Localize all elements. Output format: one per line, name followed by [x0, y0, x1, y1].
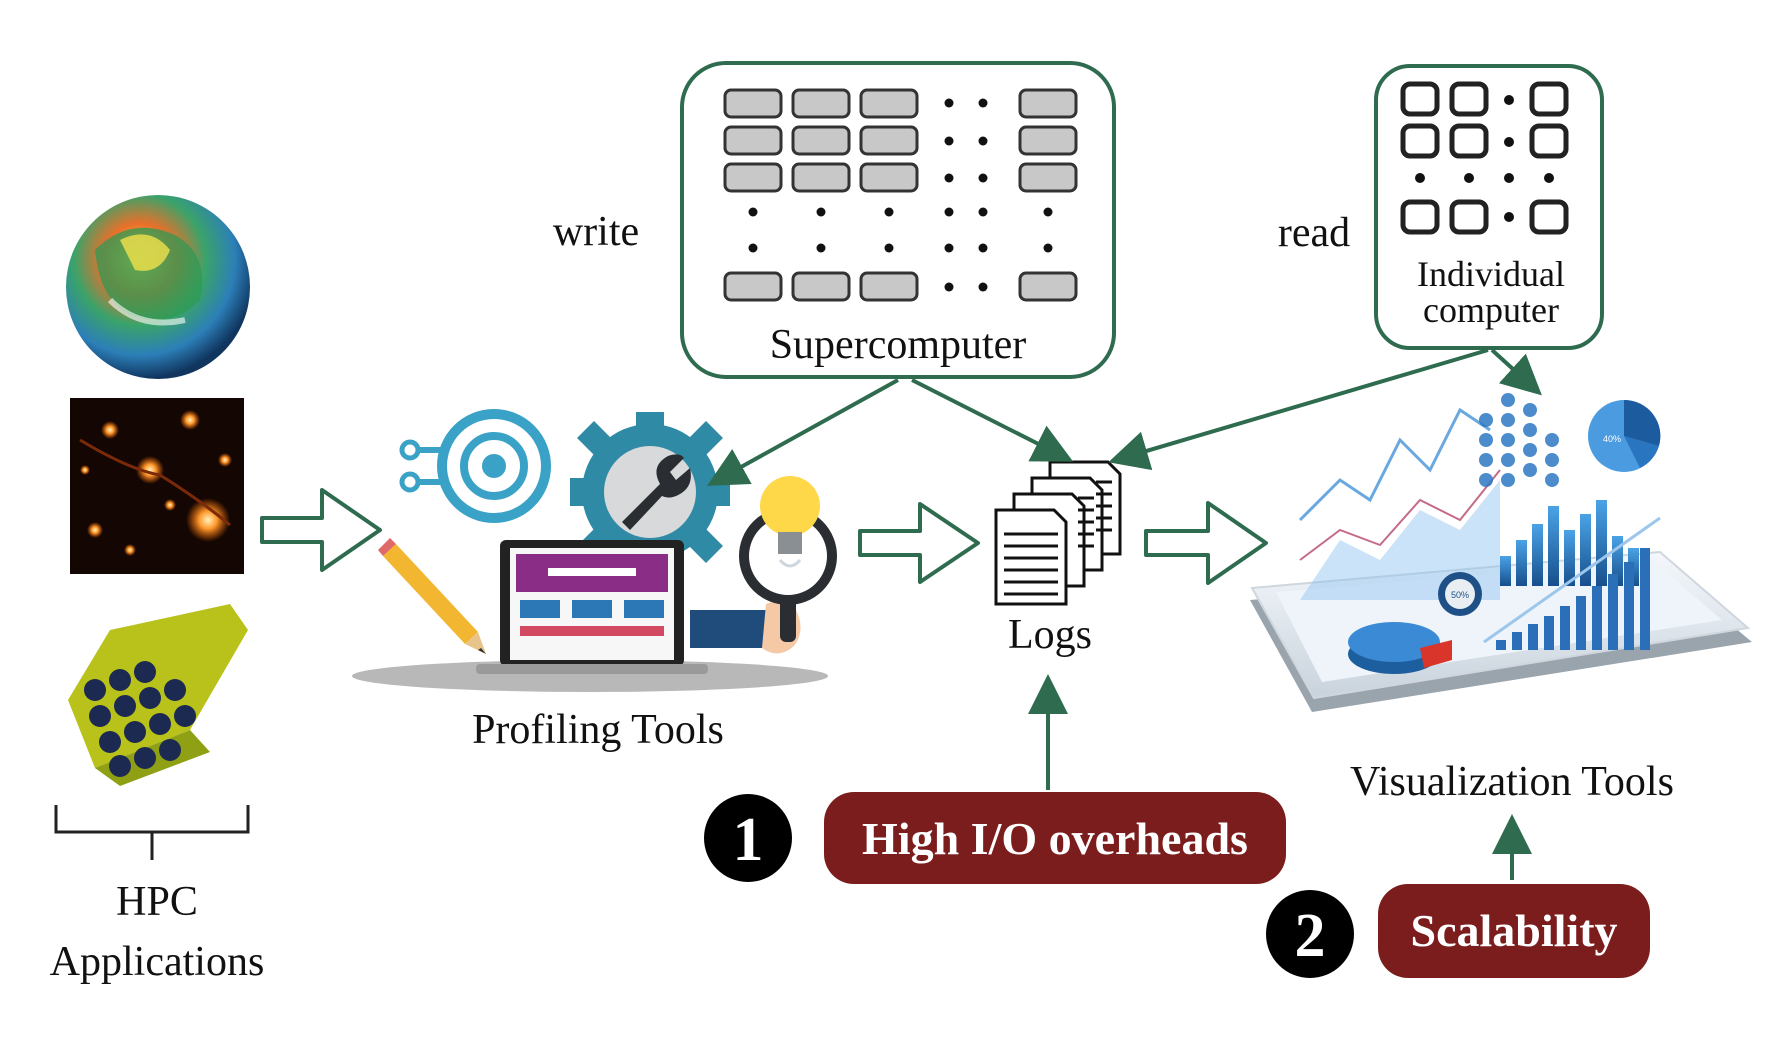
hpc-label-line2: Applications — [50, 939, 265, 985]
visualization-tools-label: Visualization Tools — [1350, 759, 1674, 805]
challenge-2-text: Scalability — [1410, 905, 1617, 956]
flow-arrow-logs-to-visualization — [1144, 501, 1268, 585]
supercomputer-label: Supercomputer — [770, 322, 1027, 368]
profiling-tools-label: Profiling Tools — [472, 707, 724, 753]
challenge-2-number-badge — [1266, 890, 1354, 978]
arrow-individual-to-logs — [1108, 348, 1489, 471]
hpc-label-line1: HPC — [116, 879, 198, 925]
magnifier-bulb-icon — [690, 476, 837, 654]
challenge-2: 2 Scalability — [1266, 884, 1650, 978]
flow-arrow-apps-to-profiling — [260, 488, 382, 572]
challenge-1-number-badge — [704, 794, 792, 882]
tablet-charts-image: 50% 40% — [1250, 393, 1752, 712]
supercomputer-box — [680, 61, 1116, 379]
challenge-1: 1 High I/O overheads — [704, 792, 1286, 884]
arrow-supercomputer-to-profiling — [707, 378, 899, 486]
arrow-supercomputer-to-logs — [911, 378, 1074, 462]
challenge-1-pill — [824, 792, 1286, 884]
challenge-2-pill — [1378, 884, 1650, 978]
read-label: read — [1278, 210, 1350, 256]
logs-label: Logs — [1008, 612, 1092, 658]
ring-badge-text: 50% — [1451, 590, 1469, 600]
write-label: write — [553, 209, 639, 255]
flow-arrow-profiling-to-logs — [858, 502, 980, 584]
challenge-2-number: 2 — [1295, 902, 1326, 970]
individual-computer-label-line2: computer — [1423, 290, 1559, 330]
floating-pie-text: 40% — [1603, 434, 1621, 444]
individual-computer-box — [1374, 64, 1604, 350]
laptop-icon — [352, 540, 828, 692]
fiber-bundle-image — [68, 604, 248, 786]
globe-simulation-image — [66, 195, 250, 379]
ring-badge: 50% — [1438, 572, 1482, 616]
cosmology-simulation-image — [70, 398, 244, 574]
individual-computer-label-line1: Individual — [1417, 254, 1565, 294]
document-stack-icon — [994, 460, 1122, 606]
challenge-1-number: 1 — [733, 806, 764, 874]
arrow-individual-to-visualization — [1490, 348, 1542, 396]
challenge-1-text: High I/O overheads — [862, 813, 1248, 864]
pencil-icon — [378, 538, 486, 654]
circuit-target-icon — [399, 409, 551, 523]
applications-brace — [54, 805, 250, 860]
floating-pie-chart: 40% — [1588, 399, 1661, 472]
